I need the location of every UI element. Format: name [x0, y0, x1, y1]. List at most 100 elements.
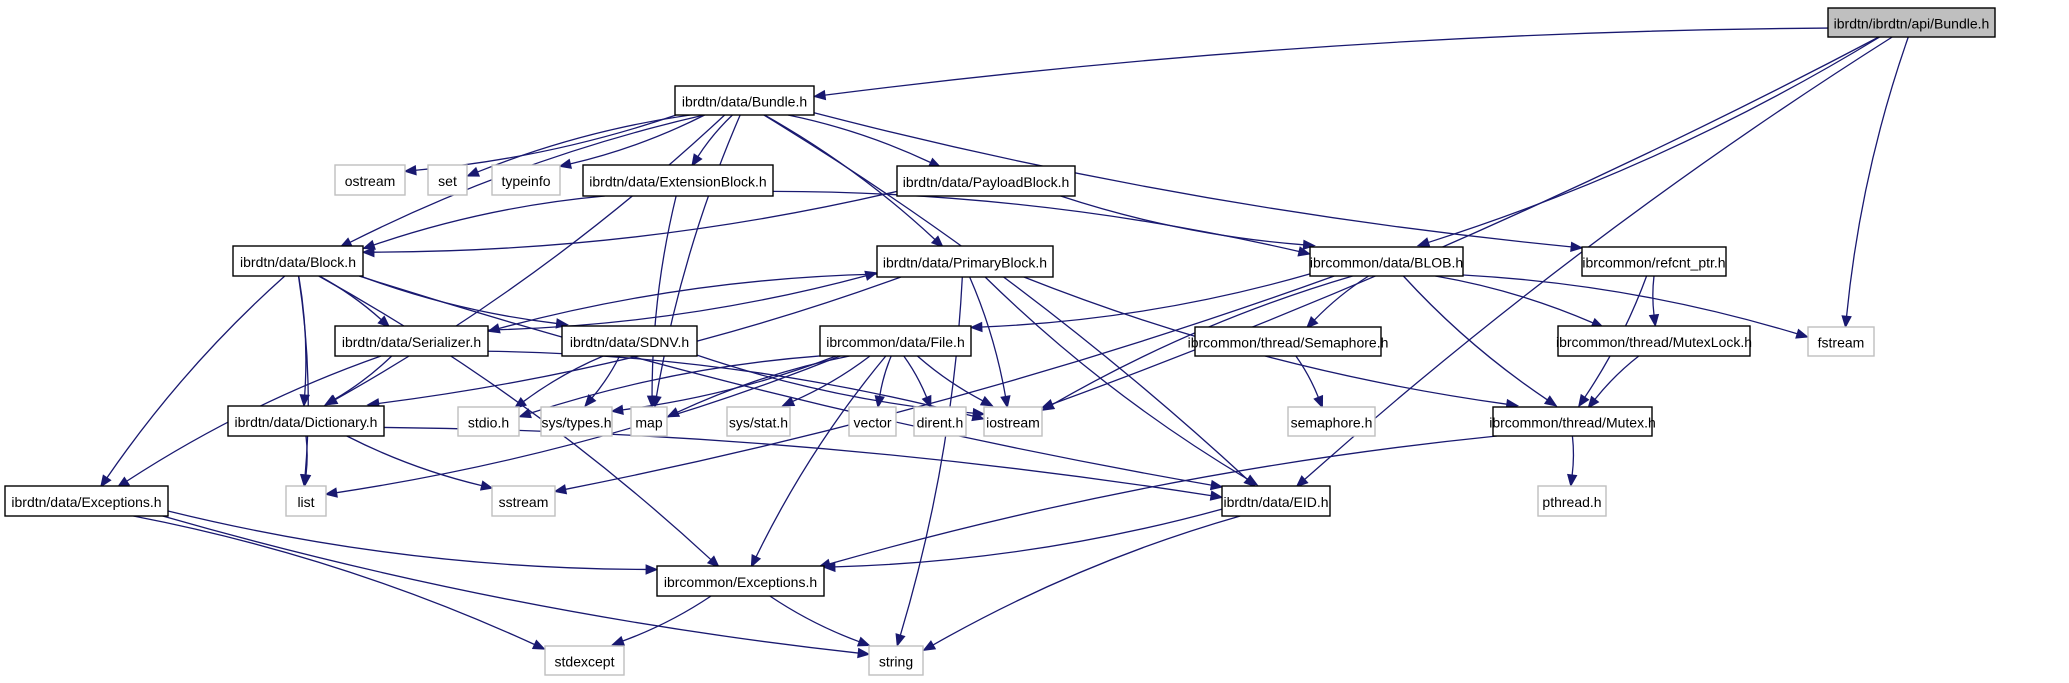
node-label: stdio.h [468, 415, 509, 431]
node-bundle[interactable]: ibrdtn/data/Bundle.h [674, 85, 815, 116]
edge-line [824, 27, 1829, 96]
arrowhead-icon [930, 235, 944, 248]
node-box [227, 405, 385, 437]
edge-line [655, 114, 741, 397]
edge-line [498, 273, 878, 330]
arrowhead-icon [691, 153, 703, 167]
node-api-bundle[interactable]: ibrdtn/ibrdtn/api/Bundle.h [1827, 7, 1996, 38]
edge-line [787, 114, 931, 164]
node-label: string [879, 654, 913, 670]
edge-line [305, 435, 308, 476]
node-box [427, 164, 468, 196]
edge-bundle-to-payload [787, 114, 942, 168]
arrowhead-icon [1305, 316, 1319, 329]
node-ostream: ostream [334, 164, 406, 196]
node-box [876, 245, 1054, 278]
node-box [540, 406, 613, 437]
edge-api-bundle-to-fstream [1841, 36, 1909, 329]
edge-line [903, 355, 928, 398]
arrowhead-icon [822, 561, 836, 573]
node-commonexceptions[interactable]: ibrcommon/Exceptions.h [656, 565, 825, 597]
node-label: ibrdtn/data/EID.h [1223, 494, 1328, 510]
edge-blob-to-semaphore [1305, 275, 1369, 329]
arrowhead-icon [857, 647, 871, 659]
arrowhead-icon [969, 321, 983, 333]
node-blob[interactable]: ibrcommon/data/BLOB.h [1309, 246, 1464, 277]
node-block[interactable]: ibrdtn/data/Block.h [232, 245, 364, 277]
arrowhead-icon [1587, 395, 1600, 409]
node-box [1287, 406, 1376, 437]
node-extblock[interactable]: ibrdtn/data/ExtensionBlock.h [582, 164, 774, 197]
edge-line [1313, 275, 1369, 321]
node-label: iostream [986, 415, 1040, 431]
edge-payload-to-blob [1060, 195, 1316, 251]
edge-line [1295, 355, 1319, 398]
node-map: map [630, 406, 668, 437]
node-primary[interactable]: ibrdtn/data/PrimaryBlock.h [876, 245, 1054, 278]
arrowhead-icon [1209, 490, 1224, 501]
node-dictionary[interactable]: ibrdtn/data/Dictionary.h [227, 405, 385, 437]
arrowhead-icon [100, 474, 112, 488]
node-refcnt[interactable]: ibrcommon/refcnt_ptr.h [1581, 246, 1727, 277]
edge-line [346, 435, 482, 487]
node-box [1581, 246, 1727, 277]
edge-line [359, 275, 557, 325]
edge-mutex-to-pthread [1567, 435, 1578, 488]
node-box [726, 406, 791, 437]
node-mutex[interactable]: ibrcommon/thread/Mutex.h [1489, 406, 1656, 437]
edge-sdnv-to-stdio [513, 355, 604, 409]
edge-line [932, 515, 1241, 646]
edge-line [373, 195, 605, 246]
node-payload[interactable]: ibrdtn/data/PayloadBlock.h [896, 165, 1076, 197]
edge-line [697, 114, 733, 157]
node-file[interactable]: ibrcommon/data/File.h [819, 325, 972, 357]
edge-line [984, 276, 1249, 480]
node-sysstat: sys/stat.h [726, 406, 791, 437]
edge-primary-to-eid [984, 276, 1259, 486]
edge-block-to-sdnv [359, 275, 569, 329]
node-semaphore[interactable]: ibrcommon/thread/Semaphore.h [1188, 326, 1389, 357]
edge-line [1435, 275, 1594, 324]
node-box [1194, 326, 1382, 357]
node-box [334, 325, 489, 357]
node-label: ibrcommon/thread/MutexLock.h [1556, 334, 1752, 350]
node-label: typeinfo [501, 173, 550, 189]
edge-bundle-to-refcnt [813, 112, 1584, 253]
node-label: ibrcommon/data/File.h [826, 334, 965, 350]
node-stdio: stdio.h [457, 406, 520, 437]
node-label: vector [853, 415, 891, 431]
node-typeinfo: typeinfo [491, 164, 561, 196]
edge-block-to-dtnexceptions [100, 275, 286, 488]
node-dtnexceptions[interactable]: ibrdtn/data/Exceptions.h [4, 485, 169, 517]
node-semaphore-h: semaphore.h [1287, 406, 1376, 437]
edge-line [1402, 275, 1548, 401]
edge-bundle-to-extblock [691, 114, 733, 167]
edge-line [1594, 355, 1640, 400]
arrowhead-icon [1209, 479, 1224, 491]
edge-line [487, 350, 974, 417]
node-serializer[interactable]: ibrdtn/data/Serializer.h [334, 325, 489, 357]
node-label: fstream [1818, 335, 1865, 351]
node-string: string [868, 645, 924, 676]
edge-line [651, 195, 677, 397]
node-sdnv[interactable]: ibrdtn/data/SDNV.h [561, 325, 698, 357]
node-label: ibrcommon/thread/Semaphore.h [1188, 335, 1389, 351]
node-label: map [635, 415, 662, 431]
arrowhead-icon [299, 394, 310, 408]
edge-dictionary-to-sstream [346, 435, 494, 491]
arrowhead-icon [1567, 473, 1578, 488]
edge-line [106, 275, 286, 479]
node-eid[interactable]: ibrdtn/data/EID.h [1221, 485, 1331, 517]
edge-file-to-iostream [916, 355, 994, 407]
arrowhead-icon [362, 239, 376, 250]
edge-line [769, 595, 860, 643]
node-label: ostream [345, 173, 396, 189]
node-label: sys/types.h [541, 415, 611, 431]
edge-line [318, 275, 382, 321]
node-box [1827, 7, 1996, 38]
node-dirent: dirent.h [913, 406, 967, 437]
edge-serializer-to-dictionary [323, 355, 393, 406]
node-box [630, 406, 668, 437]
node-mutexlock[interactable]: ibrcommon/thread/MutexLock.h [1556, 325, 1752, 357]
node-box [285, 485, 327, 517]
